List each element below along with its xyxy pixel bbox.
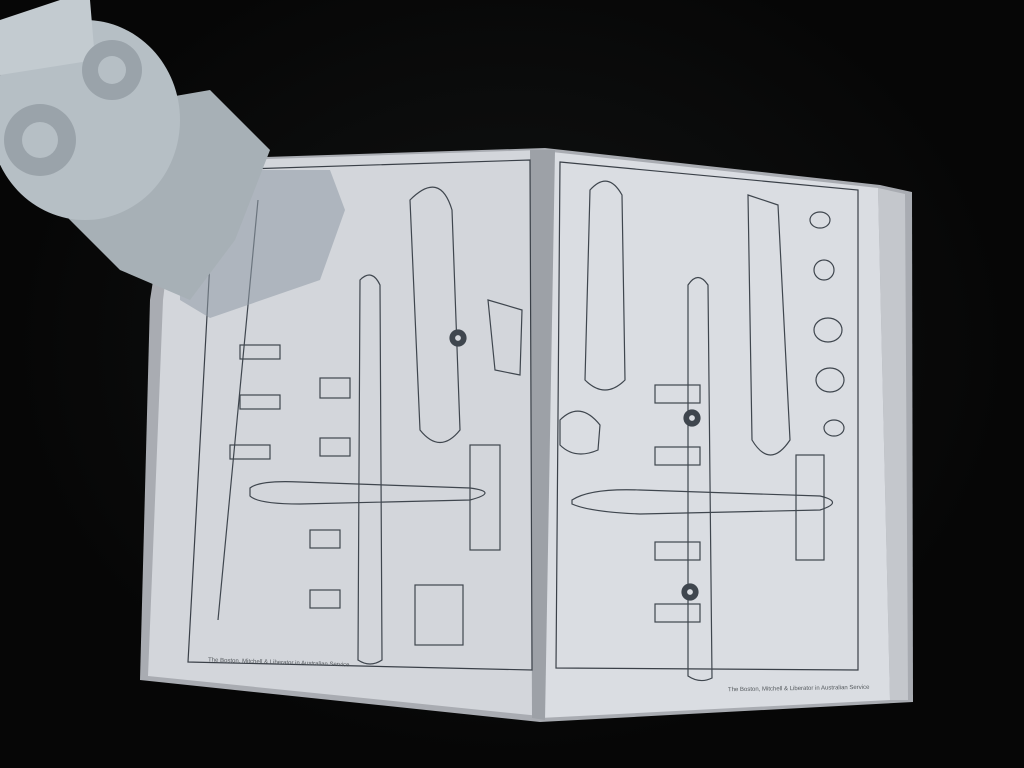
right-page [540, 152, 890, 718]
right-drawing-frame [555, 161, 859, 671]
left-aircraft-plan [217, 199, 501, 665]
left-drawing-frame [187, 159, 533, 671]
right-aircraft-side [559, 180, 845, 456]
owl-bookend [0, 0, 270, 300]
left-aircraft-side [409, 186, 523, 646]
right-aircraft-plan [571, 276, 834, 682]
right-page-edge [878, 188, 908, 700]
gutter [530, 150, 555, 720]
